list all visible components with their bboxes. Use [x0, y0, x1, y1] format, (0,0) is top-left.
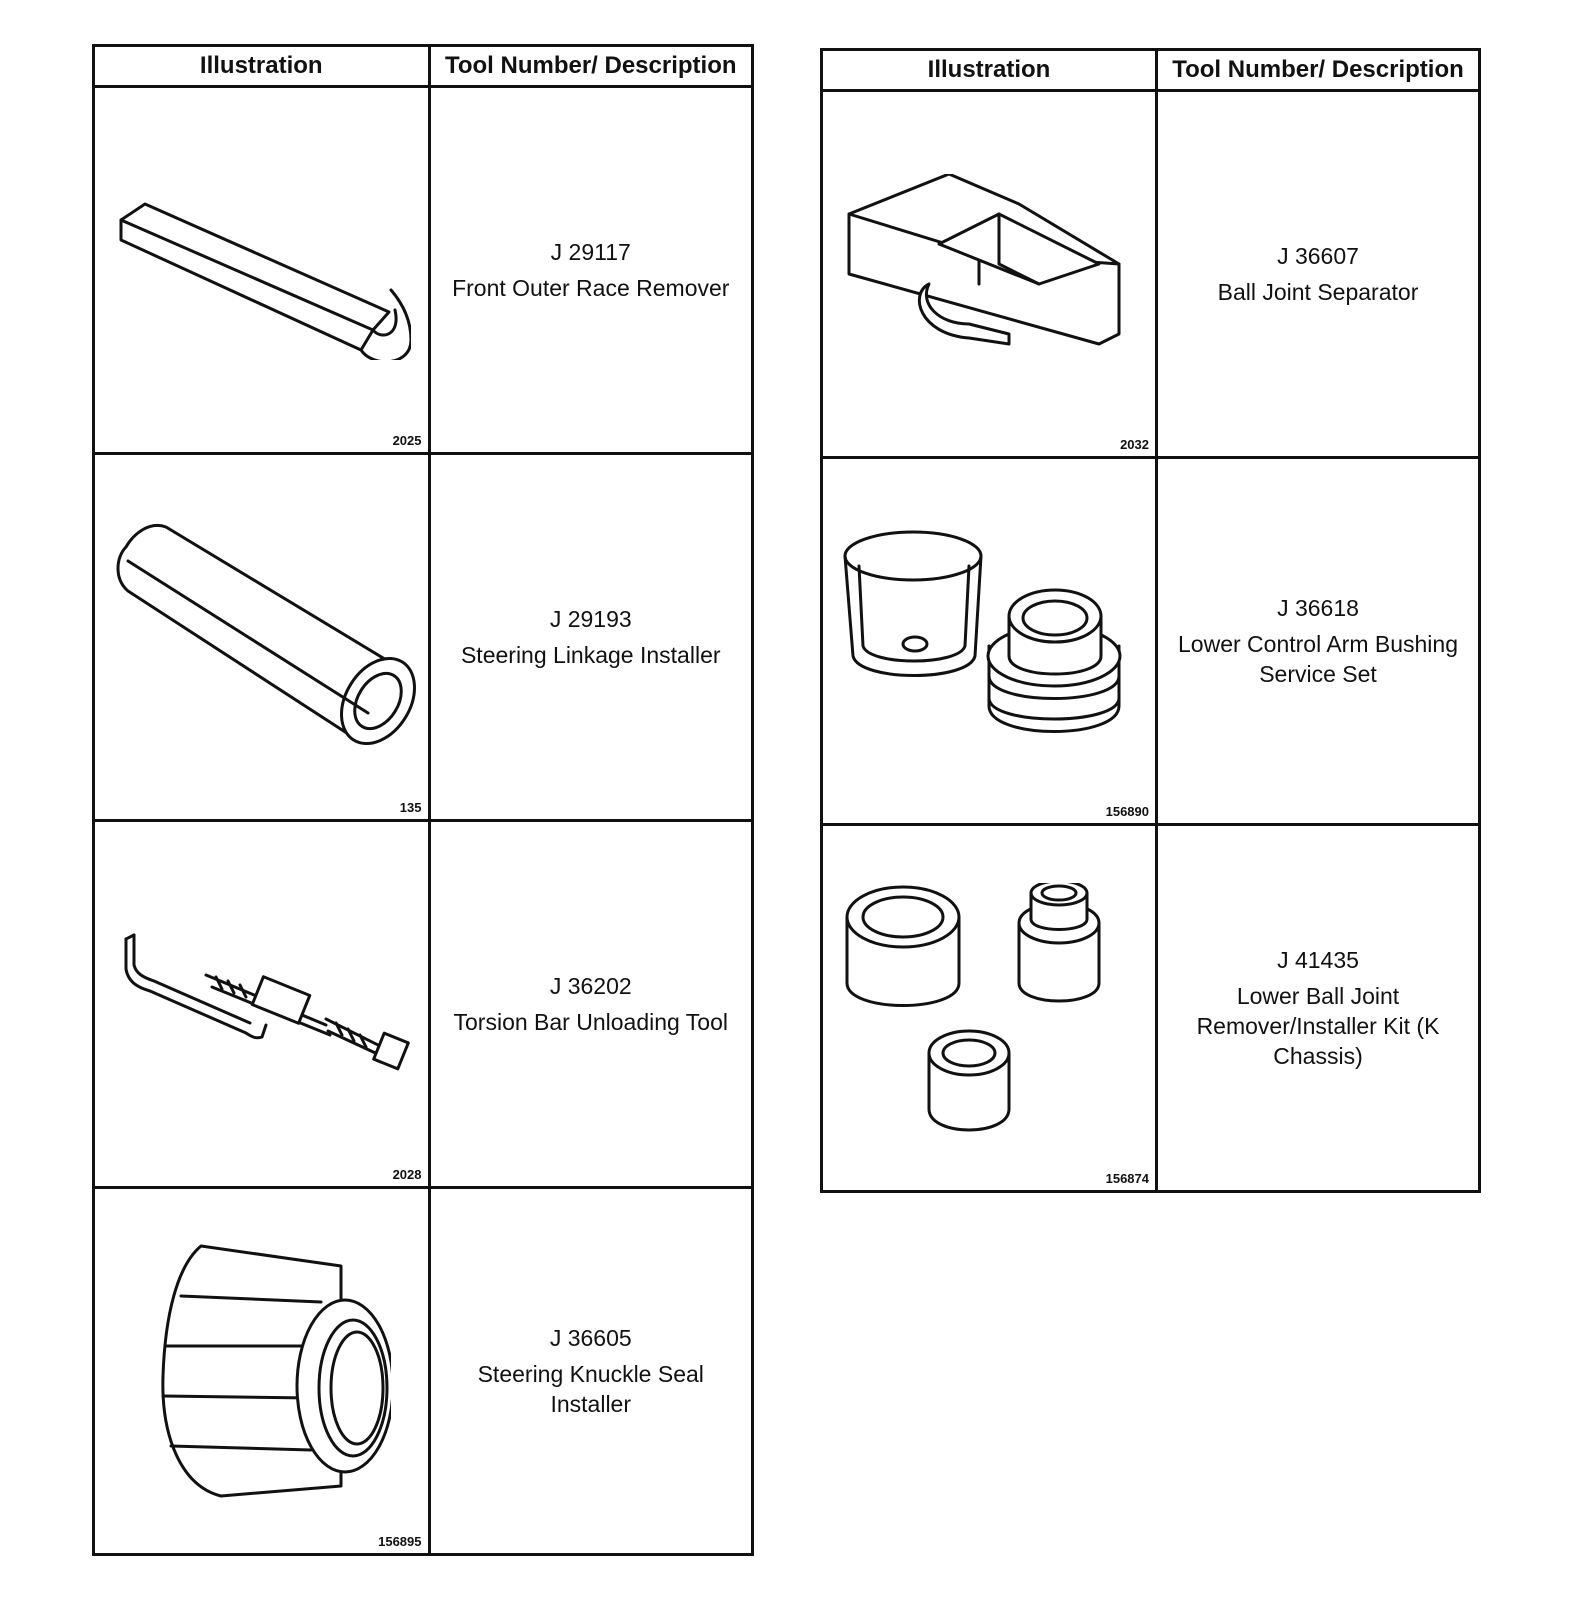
- ball-joint-kit-icon: [845, 883, 1101, 1132]
- figure-number: 156890: [1105, 804, 1149, 819]
- tool-number: J 36607: [1277, 243, 1359, 269]
- figure-number: 156895: [378, 1534, 422, 1549]
- tool-number: J 29117: [550, 239, 631, 265]
- header-row: Illustration Tool Number/ Description: [820, 48, 1481, 92]
- tool-description: Torsion Bar Unloading Tool: [453, 1009, 728, 1035]
- tool-description: Steering Linkage Installer: [460, 642, 721, 668]
- table-row: 156895 J 36605 Steering Knuckle Seal Ins…: [92, 1186, 754, 1556]
- illustration-cell: 2028: [92, 819, 431, 1189]
- tool-description: Front Outer Race Remover: [452, 275, 730, 301]
- tool-number: J 36605: [549, 1325, 632, 1351]
- illustration-cell: 2025: [92, 85, 431, 455]
- illustration-cell: 2032: [820, 89, 1158, 459]
- left-tool-table: Illustration Tool Number/ Description 20…: [92, 44, 754, 1556]
- tool-description-header: Tool Number/ Description: [1155, 48, 1481, 92]
- bushing-set-icon: [843, 530, 1122, 733]
- illustration-cell: 156890: [820, 456, 1158, 826]
- figure-number: 156874: [1105, 1171, 1149, 1186]
- description-cell: J 36605 Steering Knuckle Seal Installer: [427, 1186, 754, 1556]
- table-row: 2025 J 29117 Front Outer Race Remover: [92, 85, 754, 455]
- linkage-installer-icon: [116, 524, 417, 746]
- description-cell: J 36618 Lower Control Arm Bushing Servic…: [1155, 456, 1481, 826]
- description-cell: J 29117 Front Outer Race Remover: [427, 85, 754, 455]
- ball-joint-separator-icon: [847, 174, 1121, 346]
- tool-description: Lower Ball Joint Remover/Installer Kit (…: [1196, 983, 1440, 1069]
- illustration-header: Illustration: [820, 48, 1158, 92]
- tool-description-header: Tool Number/ Description: [427, 44, 754, 88]
- illustration-cell: 135: [92, 452, 431, 822]
- figure-number: 2028: [392, 1167, 422, 1182]
- illustration-cell: 156874: [820, 823, 1158, 1193]
- race-remover-icon: [119, 202, 412, 360]
- tool-description: Ball Joint Separator: [1217, 279, 1419, 305]
- tool-number: J 41435: [1277, 947, 1359, 973]
- table-row: 2028 J 36202 Torsion Bar Unloading Tool: [92, 819, 754, 1189]
- table-row: 2032 J 36607 Ball Joint Separator: [820, 89, 1481, 459]
- figure-number: 135: [399, 800, 422, 815]
- tool-description: Steering Knuckle Seal Installer: [477, 1361, 704, 1417]
- header-row: Illustration Tool Number/ Description: [92, 44, 754, 88]
- description-cell: J 36607 Ball Joint Separator: [1155, 89, 1481, 459]
- table-row: 135 J 29193 Steering Linkage Installer: [92, 452, 754, 822]
- right-tool-table: Illustration Tool Number/ Description 20…: [820, 48, 1481, 1193]
- description-cell: J 41435 Lower Ball Joint Remover/Install…: [1155, 823, 1481, 1193]
- torsion-tool-icon: [124, 933, 411, 1071]
- illustration-header: Illustration: [92, 44, 431, 88]
- tool-number: J 36202: [549, 973, 632, 999]
- illustration-cell: 156895: [92, 1186, 431, 1556]
- tool-number: J 36618: [1277, 595, 1359, 621]
- tool-number: J 29193: [549, 606, 632, 632]
- table-row: 156890 J 36618 Lower Control Arm Bushing…: [820, 456, 1481, 826]
- seal-installer-icon: [161, 1244, 392, 1498]
- figure-number: 2025: [392, 433, 422, 448]
- description-cell: J 29193 Steering Linkage Installer: [427, 452, 754, 822]
- description-cell: J 36202 Torsion Bar Unloading Tool: [427, 819, 754, 1189]
- tool-description: Lower Control Arm Bushing Service Set: [1178, 631, 1458, 687]
- figure-number: 2032: [1120, 437, 1149, 452]
- table-row: 156874 J 41435 Lower Ball Joint Remover/…: [820, 823, 1481, 1193]
